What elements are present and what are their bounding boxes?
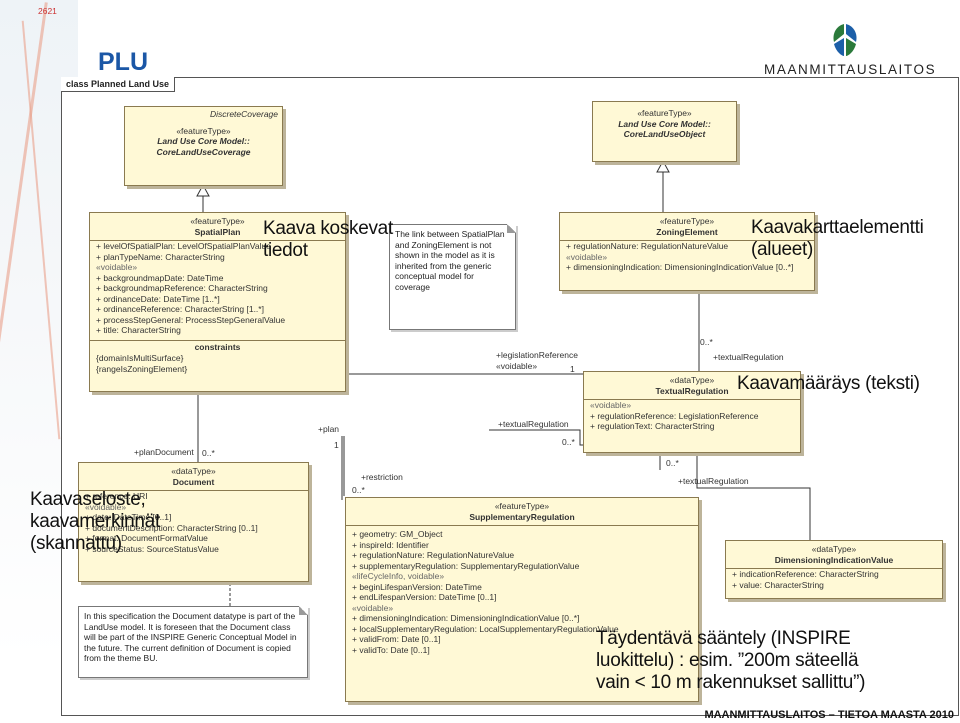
legislation-voidable-label: «voidable» bbox=[496, 361, 538, 371]
spatial-plan-attr: + ordinanceReference: CharacterString [1… bbox=[96, 304, 264, 314]
supplementary-regulation-class[interactable]: «featureType» SupplementaryRegulation + … bbox=[345, 497, 699, 702]
spatial-plan-attr: + processStepGeneral: ProcessStepGeneral… bbox=[96, 314, 286, 325]
textual-regulation-zoning-label: +textualRegulation bbox=[713, 352, 784, 362]
textual-name: TextualRegulation bbox=[655, 385, 729, 396]
spatial-plan-attr: + levelOfSpatialPlan: LevelOfSpatialPlan… bbox=[96, 241, 271, 251]
supp-name: SupplementaryRegulation bbox=[469, 511, 575, 522]
plan-document-label: +planDocument bbox=[134, 447, 194, 457]
spatial-plan-name: SpatialPlan bbox=[194, 226, 241, 237]
zoning-attr: + regulationNature: RegulationNatureValu… bbox=[566, 241, 729, 251]
supp-attr: + dimensioningIndication: DimensioningIn… bbox=[352, 613, 580, 623]
supp-voidable: «voidable» bbox=[352, 602, 394, 613]
spatial-plan-stereotype: «featureType» bbox=[190, 216, 245, 226]
dim-stereotype: «dataType» bbox=[811, 544, 857, 554]
zoning-attr: + dimensioningIndication: DimensioningIn… bbox=[566, 262, 794, 272]
object-stereotype: «featureType» bbox=[637, 108, 692, 118]
dim-name: DimensioningIndicationValue bbox=[774, 554, 894, 565]
constraint: {domainIsMultiSurface} bbox=[96, 353, 184, 363]
annotation-kaavaseloste: Kaavaseloste, kaavamerkinnät (skannattu) bbox=[30, 489, 160, 554]
document-attr: + reference: URI bbox=[85, 491, 148, 501]
maanmittauslaitos-logo-icon bbox=[833, 24, 857, 56]
object-line1: Land Use Core Model:: bbox=[618, 118, 711, 129]
textual-regulation-mid-label: +textualRegulation bbox=[498, 419, 569, 429]
supp-stereotype: «featureType» bbox=[494, 501, 550, 511]
frame-label: class Planned Land Use bbox=[61, 77, 176, 92]
document-name: Document bbox=[172, 476, 215, 487]
dim-attr: + indicationReference: CharacterString bbox=[732, 569, 879, 579]
document-attr: + date: DateTime [0..1] bbox=[85, 512, 172, 522]
restriction-mult: 0..* bbox=[352, 485, 365, 495]
slide-title: PLU bbox=[98, 48, 148, 76]
restriction-label: +restriction bbox=[361, 472, 403, 482]
spatial-plan-attr: + ordinanceDate: DateTime [1..*] bbox=[96, 293, 220, 304]
zoning-stereotype: «featureType» bbox=[659, 216, 715, 226]
spatial-plan-voidable: «voidable» bbox=[96, 262, 138, 272]
document-attr: + format: DocumentFormatValue bbox=[85, 533, 208, 543]
core-land-use-coverage-class[interactable]: DiscreteCoverage «featureType» Land Use … bbox=[124, 106, 283, 186]
plan-mult: 1 bbox=[334, 440, 339, 450]
mid-mult: 0..* bbox=[562, 437, 575, 447]
supp-attr: + endLifespanVersion: DateTime [0..1] bbox=[352, 592, 497, 602]
document-attr: + sourceStatus: SourceStatusValue bbox=[85, 543, 219, 554]
core-land-use-object-class[interactable]: «featureType» Land Use Core Model:: Core… bbox=[592, 101, 737, 162]
constraints-label: constraints bbox=[194, 341, 241, 352]
spatial-plan-attr: + backgroundmapReference: CharacterStrin… bbox=[96, 283, 268, 293]
textual-regulation-class[interactable]: «dataType» TextualRegulation «voidable» … bbox=[583, 371, 801, 453]
annotation-kaavamaarays: Kaavamääräys (teksti) bbox=[737, 373, 920, 394]
map-label: 2621 bbox=[38, 6, 57, 16]
document-attr: + documentDescription: CharacterString [… bbox=[85, 522, 258, 533]
supp-attr: + beginLifespanVersion: DateTime bbox=[352, 581, 482, 592]
zoning-voidable: «voidable» bbox=[566, 251, 608, 262]
link-note: The link between SpatialPlan and ZoningE… bbox=[389, 224, 516, 330]
annotation-kaavakartta: Kaavakarttaelementti (alueet) bbox=[751, 217, 924, 260]
plan-label: +plan bbox=[318, 424, 340, 434]
zoning-mult: 0..* bbox=[700, 337, 713, 347]
textual-regulation-supp-label: +textualRegulation bbox=[678, 476, 749, 486]
textual-attr: + regulationText: CharacterString bbox=[590, 421, 715, 431]
supp-lifecycle: «lifeCycleInfo, voidable» bbox=[352, 571, 445, 581]
constraint: {rangeIsZoningElement} bbox=[96, 363, 188, 374]
document-stereotype: «dataType» bbox=[171, 466, 216, 476]
textual-voidable: «voidable» bbox=[590, 400, 632, 410]
supp-attr: + validTo: Date [0..1] bbox=[352, 644, 430, 655]
supp-attr: + geometry: GM_Object bbox=[352, 529, 443, 539]
spatial-plan-class[interactable]: «featureType» SpatialPlan + levelOfSpati… bbox=[89, 212, 346, 392]
annotation-kaava-koskevat: Kaava koskevat tiedot bbox=[263, 218, 393, 261]
legislation-reference-label: +legislationReference bbox=[496, 350, 578, 360]
object-line2: CoreLandUseObject bbox=[623, 129, 706, 139]
textual-attr: + regulationReference: LegislationRefere… bbox=[590, 410, 759, 421]
supp-attr: + localSupplementaryRegulation: LocalSup… bbox=[352, 623, 619, 634]
spatial-plan-attr: + backgroundmapDate: DateTime bbox=[96, 272, 224, 283]
annotation-taydentava: Täydentävä sääntely (INSPIRE luokittelu)… bbox=[596, 628, 866, 693]
discrete-coverage-label: DiscreteCoverage bbox=[209, 109, 278, 119]
supp-attr: + inspireId: Identifier bbox=[352, 539, 429, 550]
supp-attr: + supplementaryRegulation: Supplementary… bbox=[352, 560, 580, 571]
document-class[interactable]: «dataType» Document + reference: URI «vo… bbox=[78, 462, 309, 582]
dimensioning-indication-class[interactable]: «dataType» DimensioningIndicationValue +… bbox=[725, 540, 943, 599]
coverage-stereotype: «featureType» bbox=[176, 125, 231, 136]
supp-attr: + regulationNature: RegulationNatureValu… bbox=[352, 550, 515, 560]
supp-mult: 0..* bbox=[666, 458, 679, 468]
document-note: In this specification the Document datat… bbox=[78, 606, 308, 678]
zoning-name: ZoningElement bbox=[656, 226, 718, 237]
footer-text: MAANMITTAUSLAITOS – TIETOA MAASTA 2010 bbox=[704, 709, 954, 721]
supp-attr: + validFrom: Date [0..1] bbox=[352, 634, 441, 644]
coverage-line1: Land Use Core Model:: bbox=[157, 136, 250, 146]
logo-text: MAANMITTAUSLAITOS bbox=[764, 62, 937, 77]
dim-attr: + value: CharacterString bbox=[732, 579, 824, 590]
textual-stereotype: «dataType» bbox=[669, 375, 715, 385]
plan-document-mult: 0..* bbox=[202, 448, 215, 458]
legislation-mult: 1 bbox=[570, 364, 575, 374]
coverage-line2: CoreLandUseCoverage bbox=[156, 146, 251, 157]
spatial-plan-attr: + planTypeName: CharacterString bbox=[96, 251, 225, 262]
spatial-plan-attr: + title: CharacterString bbox=[96, 325, 181, 335]
zoning-element-class[interactable]: «featureType» ZoningElement + regulation… bbox=[559, 212, 815, 291]
document-voidable: «voidable» bbox=[85, 501, 127, 512]
